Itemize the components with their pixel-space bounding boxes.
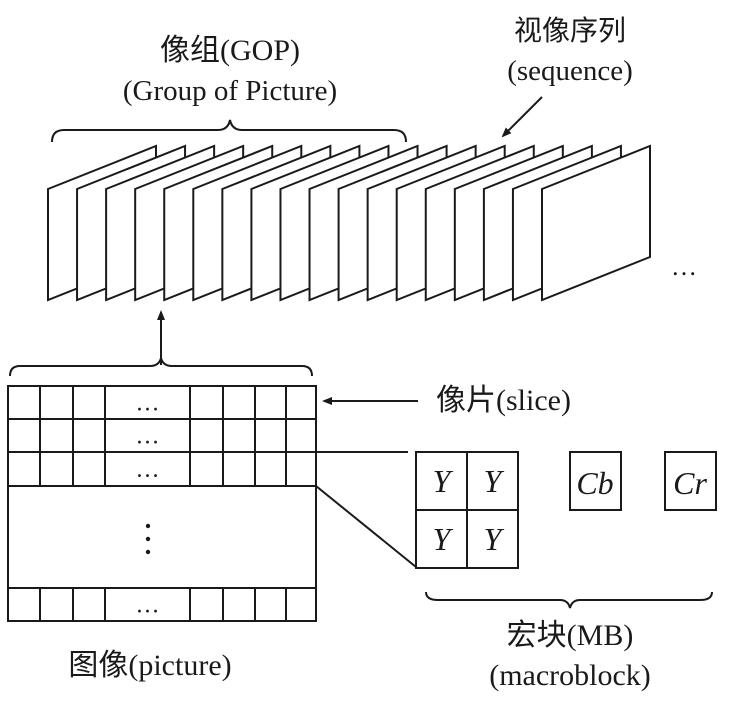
macroblock-cell [189, 587, 224, 622]
macroblock-cell [285, 385, 317, 420]
sequence-arrow [501, 96, 543, 138]
row-ellipsis: … [136, 593, 160, 619]
macroblock-cell [254, 587, 287, 622]
luma-block-label: Y [433, 521, 454, 557]
gop-label-cn: 像组(GOP) [160, 34, 300, 67]
macroblock-cell [222, 587, 256, 622]
vertical-ellipsis-dot [145, 536, 151, 542]
macroblock-brace [425, 591, 713, 609]
macroblock-label-cn: 宏块(MB) [507, 619, 634, 652]
macroblock-cell [254, 385, 287, 420]
luma-block-label: Y [484, 521, 505, 557]
chroma-block-cr: Cr [664, 451, 717, 511]
macroblock-cell [254, 451, 287, 487]
macroblock-cell [7, 418, 41, 453]
macroblock-cell [222, 385, 256, 420]
sequence-frames [47, 144, 651, 302]
macroblock-cell [39, 451, 74, 487]
picture-label: 图像(picture) [68, 649, 231, 682]
macroblock-cell [222, 451, 256, 487]
gop-label-en: (Group of Picture) [123, 75, 337, 107]
slice-ellipsis-cell [104, 587, 191, 622]
chroma-block-cb: Cb [569, 451, 622, 511]
row-ellipsis: … [136, 457, 160, 483]
macroblock-cell [72, 587, 106, 622]
sequence-frame [541, 144, 651, 302]
luma-block [466, 451, 519, 511]
macroblock-cell [7, 385, 41, 420]
macroblock-cell [7, 587, 41, 622]
macroblock-cell [7, 451, 41, 487]
sequence-ellipsis: … [671, 252, 697, 281]
macroblock-cell [72, 451, 106, 487]
macroblock-cell [189, 385, 224, 420]
macroblock-cell [39, 418, 74, 453]
luma-block-label: Y [484, 463, 505, 499]
macroblock-cell [72, 385, 106, 420]
macroblock-cell [39, 587, 74, 622]
sequence-label-en: (sequence) [507, 55, 633, 87]
macroblock-cell [72, 418, 106, 453]
row-ellipsis: … [136, 391, 160, 417]
vertical-ellipsis-dot [145, 549, 151, 555]
picture-brace [9, 357, 313, 377]
macroblock-cell [254, 418, 287, 453]
highlighted-macroblock-cell [285, 451, 317, 487]
sequence-label-cn: 视像序列 [514, 14, 626, 47]
macroblock-cell [189, 418, 224, 453]
macroblock-cell [189, 451, 224, 487]
luma-block-label: Y [433, 463, 454, 499]
macroblock-cell [285, 418, 317, 453]
slice-label: 像片(slice) [436, 384, 571, 417]
macroblock-cell [222, 418, 256, 453]
chroma-cr-label: Cr [673, 465, 707, 501]
macroblock-label-en: (macroblock) [489, 659, 651, 692]
macroblock-cell [285, 587, 317, 622]
macroblock-cell [39, 385, 74, 420]
chroma-cb-label: Cb [576, 465, 613, 501]
gop-brace [51, 119, 407, 143]
zoom-line-bottom [315, 485, 417, 568]
luma-block [466, 509, 519, 569]
row-ellipsis: … [136, 424, 160, 450]
vertical-ellipsis-dot [145, 523, 151, 529]
picture-grid: … … … … [7, 385, 317, 622]
